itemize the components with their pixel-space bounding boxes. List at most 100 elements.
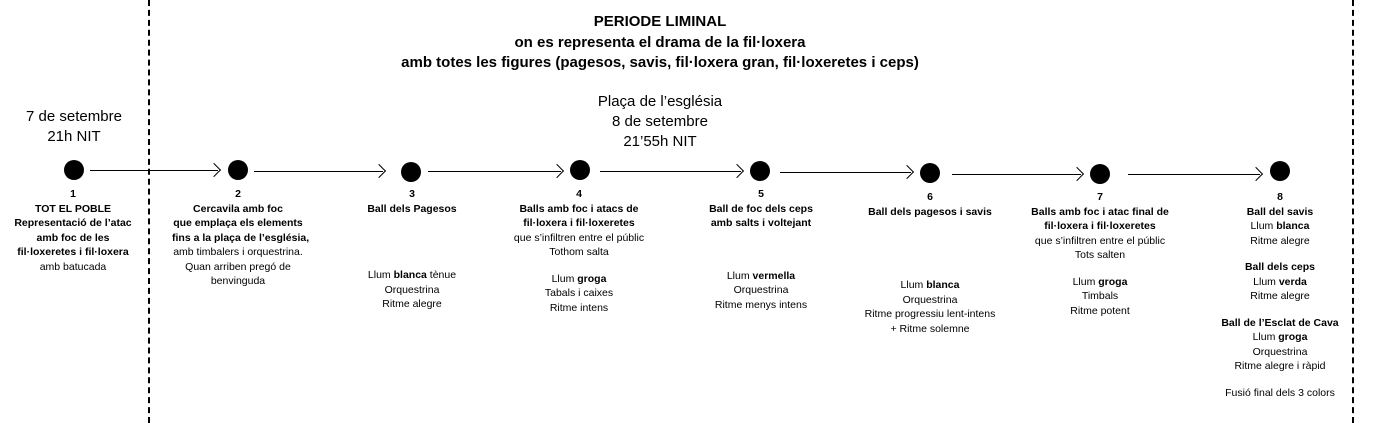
step-music: Timbals bbox=[1081, 290, 1119, 302]
timeline-arrow-7-8 bbox=[1128, 174, 1260, 175]
step-number: 2 bbox=[235, 188, 241, 200]
venue-time: 21’55h NIT bbox=[623, 133, 697, 150]
step-rhythm: Ritme alegre i ràpid bbox=[1234, 360, 1326, 372]
step-title: fil·loxera i fil·loxeretes bbox=[1044, 220, 1156, 232]
step-description: que s’infiltren entre el públic bbox=[513, 231, 645, 244]
page-title: PERIODE LIMINAL bbox=[593, 13, 727, 30]
step-light: Llum blanca bbox=[900, 279, 960, 291]
step-description: fil·loxeretes i fil·loxera bbox=[17, 246, 129, 258]
timeline-node-8 bbox=[1270, 161, 1290, 181]
step-6: 6 Ball dels pagesos i savis Llum blanca … bbox=[850, 190, 1010, 336]
timeline-node-4 bbox=[570, 160, 590, 180]
start-date: 7 de setembre bbox=[26, 108, 122, 125]
step-7: 7 Balls amb foc i atac final de fil·loxe… bbox=[1015, 190, 1185, 318]
step-rhythm: Ritme alegre bbox=[1250, 234, 1310, 247]
step-5: 5 Ball de foc dels ceps amb salts i volt… bbox=[690, 187, 832, 312]
step-rhythm: Ritme potent bbox=[1070, 304, 1130, 317]
timeline-node-3 bbox=[401, 162, 421, 182]
step-description: que s’infiltren entre el públic bbox=[1034, 234, 1166, 247]
timeline-arrow-6-7 bbox=[952, 174, 1081, 175]
page-subtitle-1: on es representa el drama de la fil·loxe… bbox=[514, 33, 806, 51]
step-music: amb timbalers i orquestrina. bbox=[173, 246, 303, 258]
step-rhythm: Ritme alegre bbox=[382, 298, 442, 310]
step-rhythm: Ritme alegre bbox=[1250, 290, 1310, 302]
header: PERIODE LIMINAL on es representa el dram… bbox=[310, 12, 1010, 74]
timeline-arrow-4-5 bbox=[600, 171, 741, 172]
step-description: benvinguda bbox=[210, 275, 266, 287]
start-time: 21h NIT bbox=[47, 128, 101, 145]
step-light: Llum verda bbox=[1253, 275, 1307, 288]
step-title: Cercavila amb foc bbox=[193, 202, 283, 215]
light-color: blanca bbox=[1276, 220, 1310, 232]
step-title: Ball dels pagesos i savis bbox=[868, 205, 992, 218]
step-rhythm: Ritme progressiu lent-intens bbox=[864, 308, 996, 320]
step-description: que emplaça els elements bbox=[173, 217, 303, 229]
step-rhythm: Ritme intens bbox=[549, 301, 609, 314]
step-number: 1 bbox=[70, 188, 76, 200]
timeline-node-6 bbox=[920, 163, 940, 183]
step-music: Tabals i caixes bbox=[544, 287, 614, 299]
step-description: Quan arriben pregó de bbox=[185, 260, 291, 273]
step-light: Llum groga bbox=[551, 272, 607, 285]
timeline-node-7 bbox=[1090, 164, 1110, 184]
dance-title-savis: Ball del savis bbox=[1246, 205, 1314, 218]
step-description: Representació de l’atac bbox=[14, 217, 132, 229]
step-title: amb salts i voltejant bbox=[710, 217, 812, 229]
venue-date-note: Plaça de l’església 8 de setembre 21’55h… bbox=[560, 92, 760, 152]
dance-title-ceps: Ball dels ceps bbox=[1244, 261, 1316, 273]
step-title: TOT EL POBLE bbox=[34, 202, 112, 215]
liminal-start-divider bbox=[148, 0, 150, 423]
step-description: Tots salten bbox=[1074, 249, 1126, 261]
step-rhythm: Ritme menys intens bbox=[714, 298, 808, 311]
timeline-arrow-5-6 bbox=[780, 172, 911, 173]
step-title: fil·loxera i fil·loxeretes bbox=[523, 217, 635, 229]
light-color: vermella bbox=[752, 269, 796, 282]
step-light: Llum blanca bbox=[1250, 220, 1310, 232]
light-color: blanca bbox=[393, 269, 427, 281]
step-title: Balls amb foc i atacs de bbox=[519, 202, 639, 215]
step-description: Tothom salta bbox=[549, 246, 609, 258]
step-music: Orquestrina bbox=[902, 293, 958, 306]
page-subtitle-2: amb totes les figures (pagesos, savis, f… bbox=[401, 54, 919, 71]
step-4: 4 Balls amb foc i atacs de fil·loxera i … bbox=[498, 187, 660, 315]
step-title: Ball dels Pagesos bbox=[367, 202, 457, 215]
venue-date: 8 de setembre bbox=[612, 113, 708, 130]
finale-note: Fusió final dels 3 colors bbox=[1225, 386, 1335, 399]
step-description: amb foc de les bbox=[36, 231, 110, 244]
step-number: 7 bbox=[1097, 191, 1103, 203]
step-light: Llum groga bbox=[1072, 275, 1128, 288]
step-number: 3 bbox=[409, 188, 415, 200]
light-color: groga bbox=[1278, 331, 1308, 343]
start-date-note: 7 de setembre 21h NIT bbox=[14, 107, 134, 147]
step-number: 8 bbox=[1277, 191, 1283, 203]
step-8: 8 Ball del savis Llum blanca Ritme alegr… bbox=[1205, 190, 1355, 400]
liminal-end-divider bbox=[1352, 0, 1354, 423]
step-light: Llum groga bbox=[1252, 331, 1308, 343]
step-rhythm: + Ritme solemne bbox=[890, 322, 970, 335]
timeline-arrow-3-4 bbox=[428, 171, 561, 172]
light-color: groga bbox=[1098, 275, 1128, 288]
step-1: 1 TOT EL POBLE Representació de l’atac a… bbox=[3, 187, 143, 274]
step-number: 4 bbox=[576, 188, 582, 200]
step-music: Orquestrina bbox=[1252, 345, 1308, 358]
light-color: verda bbox=[1278, 275, 1307, 288]
timeline-node-5 bbox=[750, 161, 770, 181]
light-color: groga bbox=[577, 272, 607, 285]
step-number: 5 bbox=[758, 188, 764, 200]
step-title: Ball de foc dels ceps bbox=[709, 202, 813, 215]
step-title: Balls amb foc i atac final de bbox=[1031, 205, 1169, 218]
step-music: amb batucada bbox=[39, 260, 107, 273]
step-2: 2 Cercavila amb foc que emplaça els elem… bbox=[172, 187, 310, 289]
step-light: Llum blanca tènue bbox=[367, 269, 457, 281]
step-3: 3 Ball dels Pagesos Llum blanca tènue Or… bbox=[346, 187, 478, 312]
venue: Plaça de l’església bbox=[597, 93, 723, 110]
timeline-node-2 bbox=[228, 160, 248, 180]
timeline-arrow-2-3 bbox=[254, 171, 383, 172]
step-music: Orquestrina bbox=[384, 283, 440, 296]
step-number: 6 bbox=[927, 191, 933, 203]
step-music: Orquestrina bbox=[733, 284, 789, 296]
timeline-node-1 bbox=[64, 160, 84, 180]
step-description: fins a la plaça de l’església, bbox=[172, 231, 310, 244]
light-color: blanca bbox=[926, 279, 960, 291]
timeline-arrow-1-2 bbox=[90, 170, 218, 171]
